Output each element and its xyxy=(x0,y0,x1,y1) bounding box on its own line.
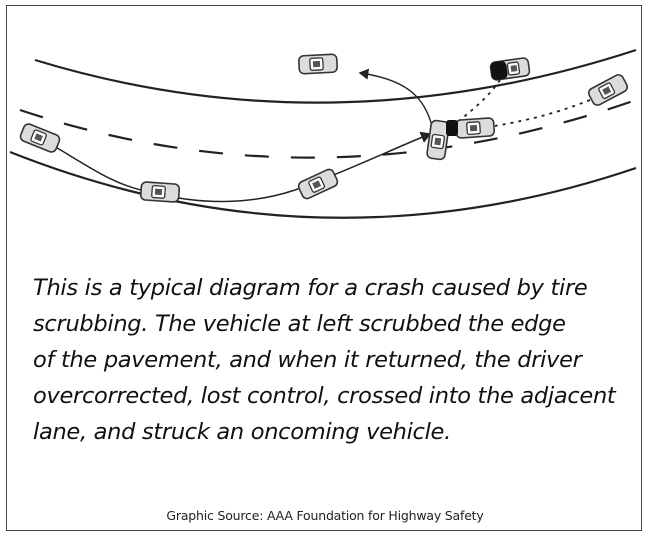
car-scrubbing xyxy=(139,180,181,204)
diagram-frame xyxy=(6,5,642,531)
car-final xyxy=(297,53,339,75)
caption-line: scrubbing. The vehicle at left scrubbed … xyxy=(33,311,566,337)
graphic-source: Graphic Source: AAA Foundation for Highw… xyxy=(166,508,484,523)
diagram-caption: This is a typical diagram for a crash ca… xyxy=(33,270,638,450)
car-start xyxy=(18,121,62,155)
car-returning xyxy=(296,167,340,201)
car-dark-impact xyxy=(446,120,458,136)
car-oncoming xyxy=(454,116,496,140)
car-distant xyxy=(586,72,630,108)
deflection-path xyxy=(358,68,433,127)
vehicle-path xyxy=(39,131,432,203)
oncoming-path xyxy=(494,99,591,127)
caption-line: This is a typical diagram for a crash ca… xyxy=(33,275,588,301)
crash-diagram xyxy=(9,48,637,219)
road-center-line xyxy=(19,98,637,159)
caption-line: of the pavement, and when it returned, t… xyxy=(33,347,582,373)
road-inner-edge xyxy=(9,150,637,219)
caption-line: lane, and struck an oncoming vehicle. xyxy=(33,419,451,445)
car-dark xyxy=(489,57,531,81)
road-outer-edge xyxy=(34,48,637,104)
caption-line: overcorrected, lost control, crossed int… xyxy=(33,383,616,409)
